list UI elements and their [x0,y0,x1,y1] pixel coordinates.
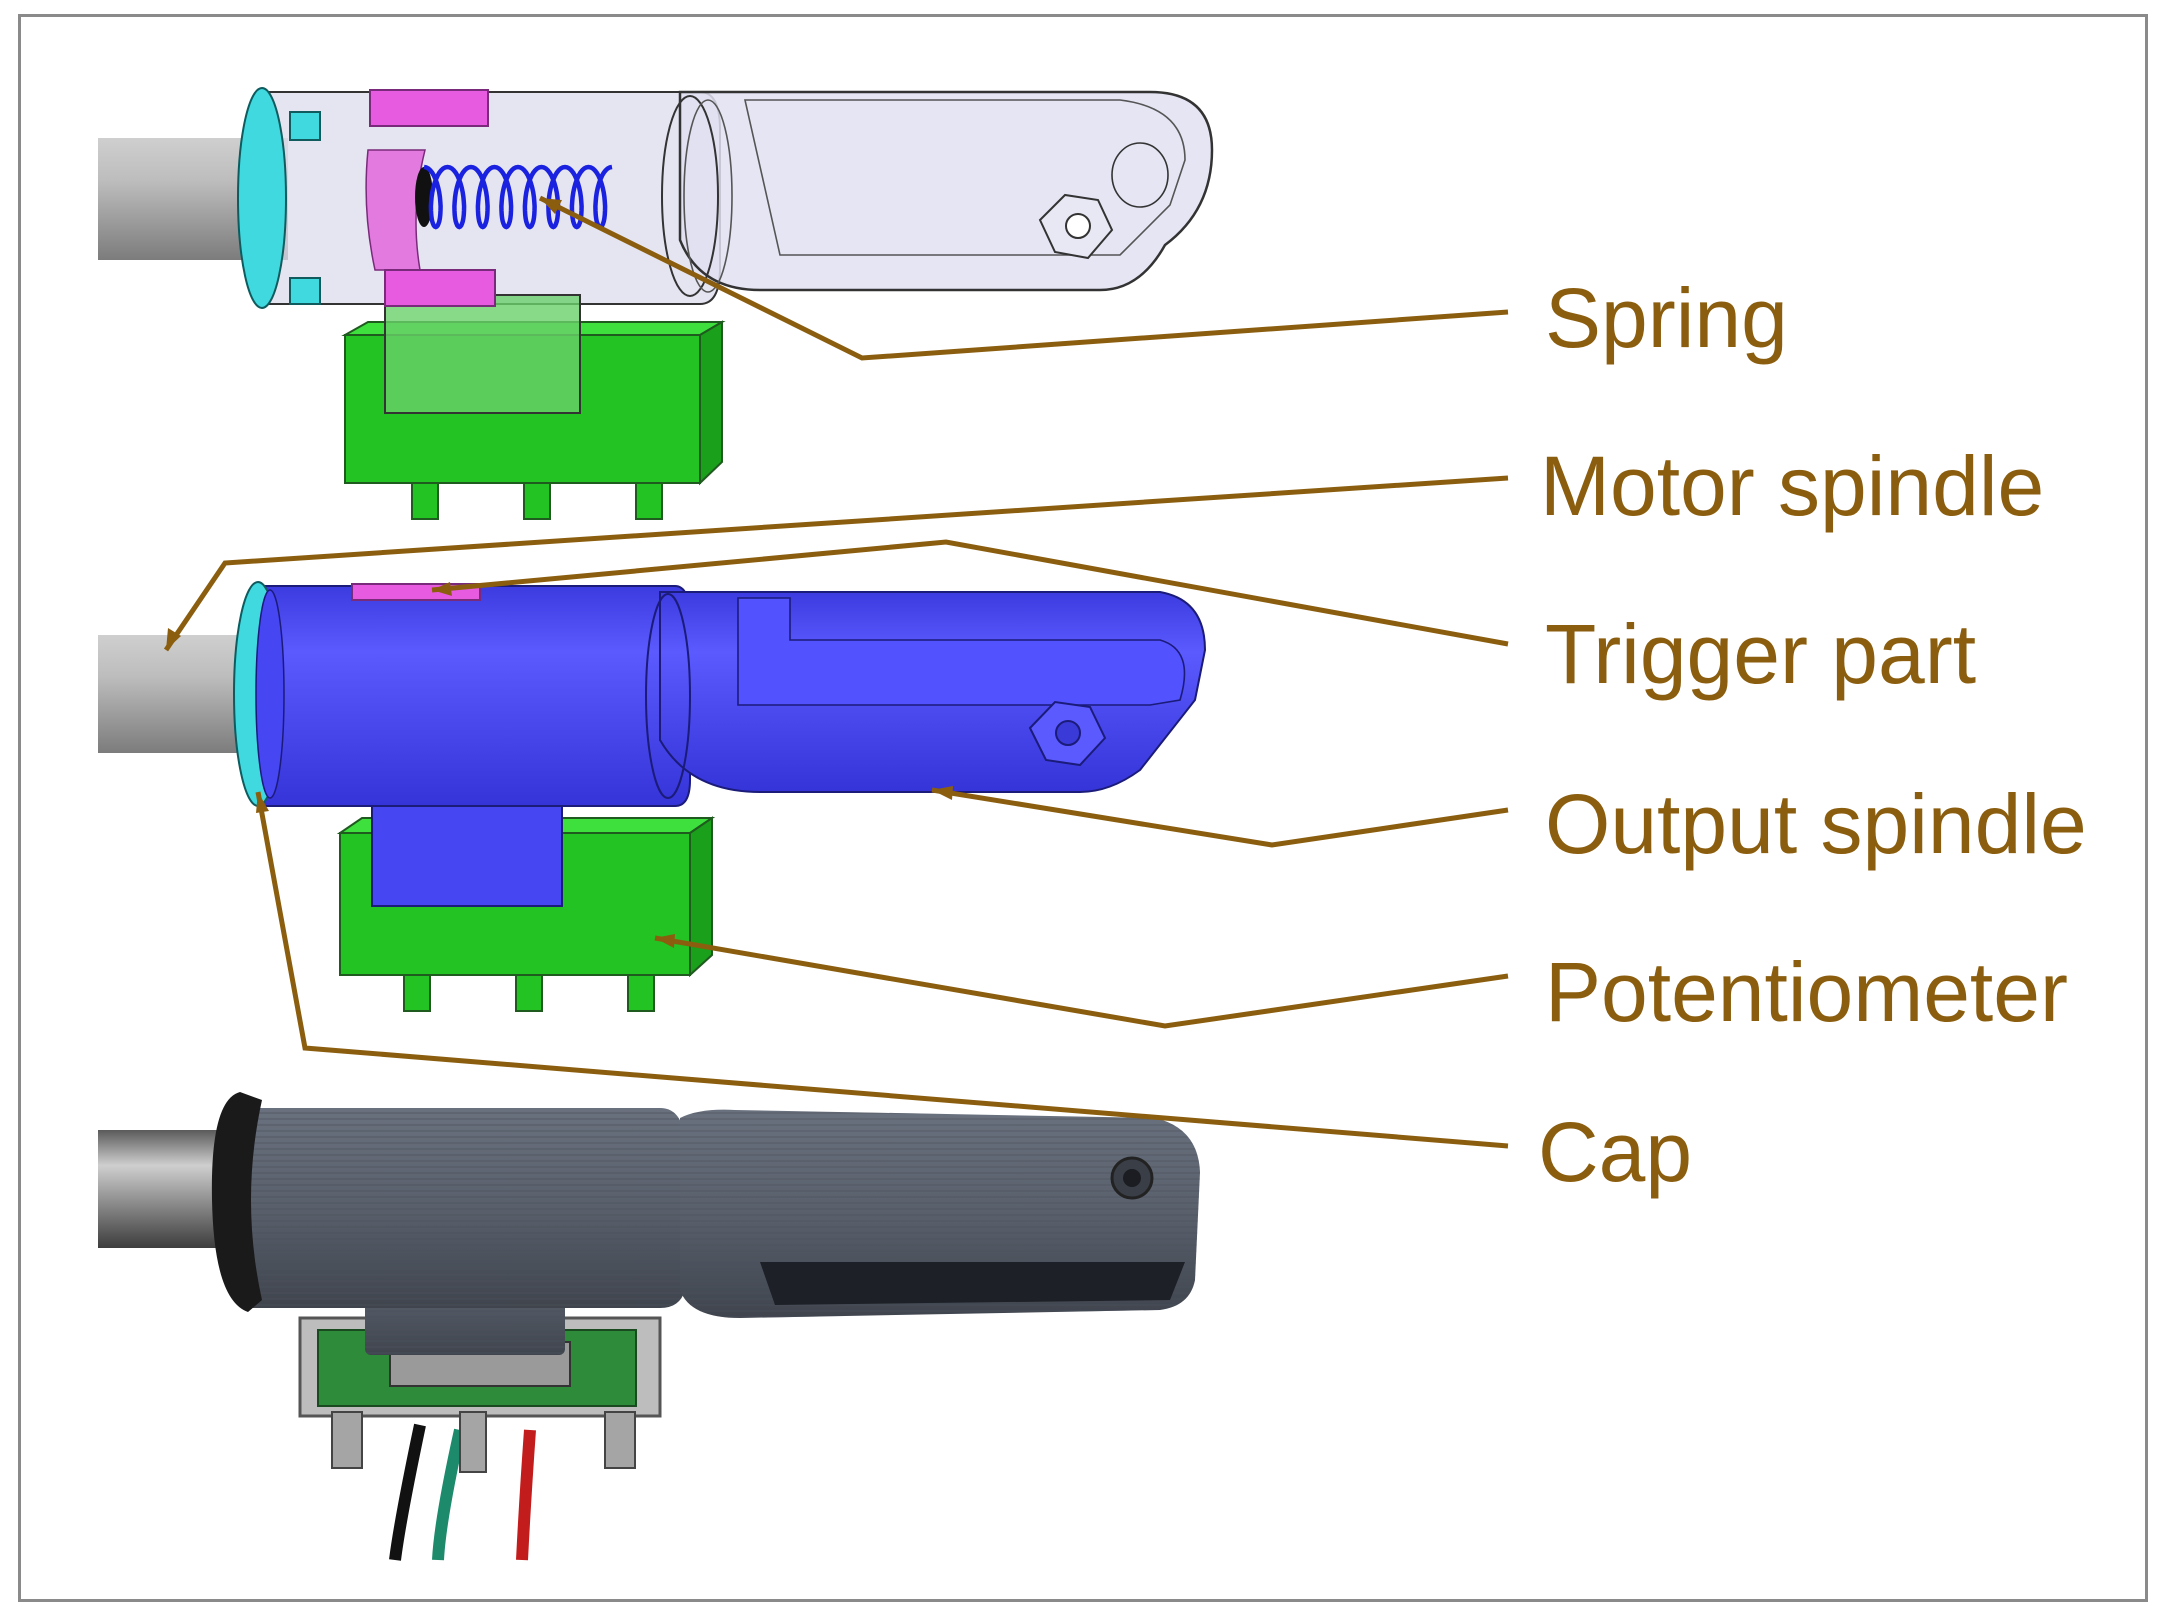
output-spindle-solid [261,585,1207,907]
arrowhead-potentiometer [655,934,675,948]
label-motor-spindle: Motor spindle [1540,439,2045,533]
cad-transparent-view [98,87,1214,520]
leader-output-spindle [931,787,1509,848]
label-spring: Spring [1545,271,1788,365]
leader-spring [538,195,1509,361]
label-output-spindle: Output spindle [1545,777,2087,871]
trigger-part-top [365,89,496,307]
cap-ring-top [237,87,321,309]
arrowhead-spring [540,198,562,214]
leader-motor-spindle [163,475,1509,652]
leader-potentiometer [654,935,1509,1029]
label-cap: Cap [1538,1105,1693,1199]
printed-housing-photo [211,1092,1200,1355]
label-trigger-part: Trigger part [1545,607,1977,701]
cap-ring-middle [233,581,285,807]
arrowhead-trigger-part [432,582,452,596]
leader-cap [255,791,1509,1149]
label-potentiometer: Potentiometer [1545,945,2068,1039]
cad-solid-view [98,581,1207,1012]
arrowhead-output-spindle [932,786,953,800]
arrowhead-cap [256,792,269,813]
leader-lines [163,195,1509,1149]
arrowhead-motor-spindle [166,628,181,650]
printed-prototype-photo [98,1092,1200,1561]
leader-trigger-part [431,539,1509,647]
leader-arrowheads [166,198,953,948]
